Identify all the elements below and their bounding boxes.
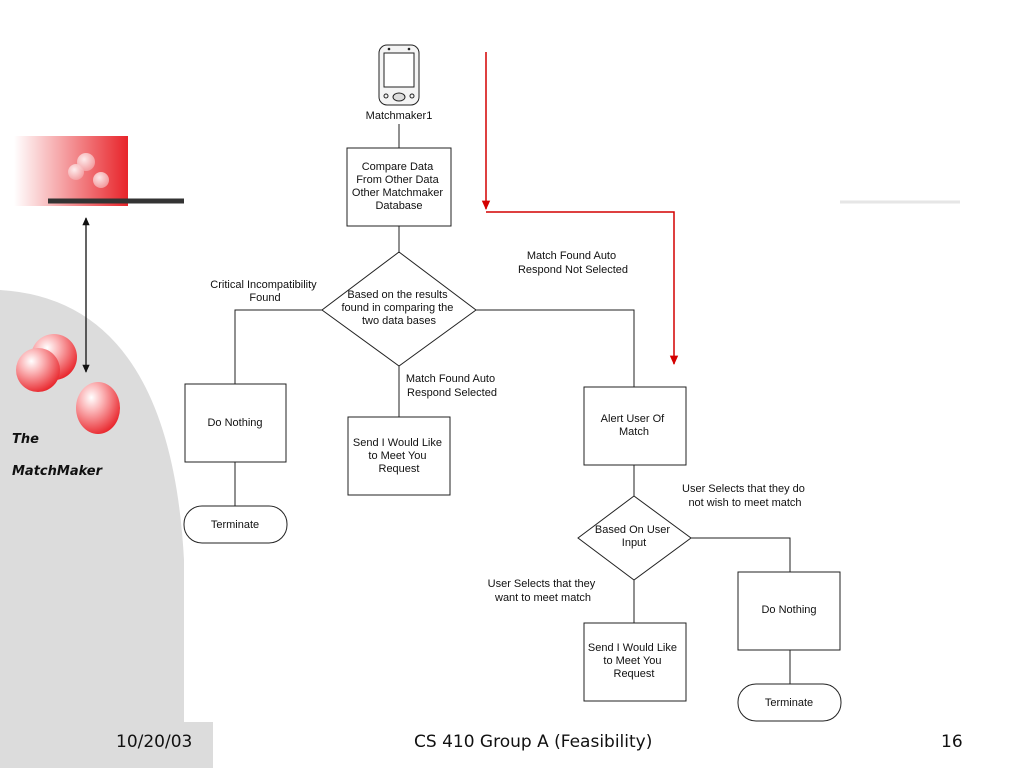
red-ball <box>16 348 60 392</box>
send-request-box <box>347 416 451 496</box>
do-nothing-text: Do Nothing <box>761 604 816 616</box>
auto-not-selected-label: Match Found Auto Respond Not Selected <box>518 250 628 276</box>
alert-user-box <box>583 386 687 466</box>
gray-panel <box>0 290 184 768</box>
footer-course: CS 410 Group A (Feasibility) <box>414 732 653 752</box>
left-decoration <box>0 136 960 768</box>
pda-icon <box>378 44 420 106</box>
decision-results <box>321 251 477 367</box>
connector <box>691 537 791 572</box>
compare-data-box <box>346 147 452 227</box>
brand-line-2: MatchMaker <box>12 464 103 479</box>
terminate-terminal <box>737 683 842 722</box>
connector <box>476 309 635 387</box>
gray-footer-panel <box>0 722 213 768</box>
brand-line-1: The <box>12 432 39 447</box>
footer-page-number: 16 <box>941 732 963 752</box>
critical-incompatibility-label: Critical Incompatibility Found <box>210 279 319 304</box>
device-label: Matchmaker1 <box>366 110 433 122</box>
red-ball <box>76 382 120 434</box>
send-request-text: Send I Would Like to Meet You Request <box>588 642 680 680</box>
decline-label: User Selects that they do not wish to me… <box>682 483 808 509</box>
decision-user-input <box>577 495 692 581</box>
alert-user-text: Alert User Of Match <box>601 413 668 438</box>
red-arrow <box>486 211 679 366</box>
terminate-text: Terminate <box>765 697 813 709</box>
do-nothing-text: Do Nothing <box>207 417 262 429</box>
footer-date: 10/20/03 <box>116 732 193 752</box>
flowchart: Matchmaker1 Compare Data From Other Data… <box>183 44 842 722</box>
terminate-terminal <box>183 505 288 544</box>
terminate-text: Terminate <box>211 519 259 531</box>
small-bubble <box>93 172 109 188</box>
accept-label: User Selects that they want to meet matc… <box>488 578 599 604</box>
send-request-box <box>583 622 687 702</box>
connector <box>234 309 322 384</box>
do-nothing-box <box>184 383 287 463</box>
decision-user-input-text: Based On User Input <box>595 524 673 549</box>
compare-data-text: Compare Data From Other Data Other Match… <box>352 161 446 212</box>
decision-results-text: Based on the results found in comparing … <box>342 289 457 327</box>
send-request-text: Send I Would Like to Meet You Request <box>353 437 445 475</box>
do-nothing-box <box>737 571 841 651</box>
small-bubble <box>68 164 84 180</box>
auto-selected-label: Match Found Auto Respond Selected <box>406 373 498 399</box>
